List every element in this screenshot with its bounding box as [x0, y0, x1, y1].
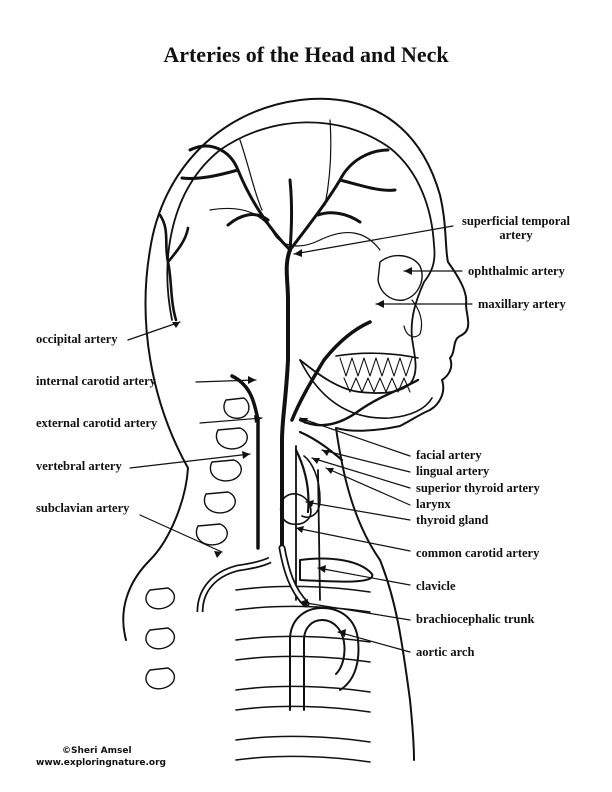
common-carotid-artery: [280, 358, 290, 550]
label-occipital-artery: occipital artery: [36, 332, 118, 346]
orbit: [377, 255, 423, 301]
jaw: [299, 352, 433, 419]
label-common-carotid-artery: common carotid artery: [416, 546, 540, 560]
brachiocephalic-trunk-vessel: [278, 544, 310, 608]
label-superficial-temporal-line2: artery: [499, 228, 533, 242]
label-clavicle: clavicle: [416, 579, 456, 593]
vertebral-artery: [230, 374, 260, 550]
superior-thyroid-artery: [294, 448, 310, 514]
skull-outline: [166, 121, 436, 394]
brachiocephalic-inner: [280, 546, 308, 606]
subclavian-artery-inner: [198, 558, 272, 614]
label-internal-carotid-artery: internal carotid artery: [36, 374, 156, 388]
internal-carotid-artery: [284, 248, 292, 362]
label-ophthalmic-artery: ophthalmic artery: [468, 264, 565, 278]
trachea: [295, 445, 321, 601]
credit-website: www.exploringnature.org: [36, 758, 166, 768]
label-superficial-temporal-line1: superficial temporal: [462, 214, 570, 228]
label-aortic-arch: aortic arch: [416, 645, 475, 659]
cerebral-artery-branches: [180, 144, 397, 252]
page-title: Arteries of the Head and Neck: [163, 42, 449, 67]
label-superior-thyroid-artery: superior thyroid artery: [416, 481, 540, 495]
lingual-artery: [298, 430, 344, 462]
arrowheads: [172, 249, 412, 637]
label-larynx: larynx: [416, 497, 451, 511]
facial-artery: [298, 378, 420, 427]
aortic-arch-vessel: [289, 607, 360, 711]
external-carotid-artery: [290, 320, 372, 422]
label-subclavian-artery: subclavian artery: [36, 501, 130, 515]
label-thyroid-gland: thyroid gland: [416, 513, 489, 527]
label-facial-artery: facial artery: [416, 448, 482, 462]
leader-lines: [127, 225, 473, 653]
teeth-upper: [339, 357, 413, 377]
neck-back-outline: [122, 467, 189, 641]
label-superficial-temporal-artery: superficial temporal artery: [456, 214, 576, 242]
credit-author: ©Sheri Amsel: [62, 746, 132, 756]
label-lingual-artery: lingual artery: [416, 464, 490, 478]
label-brachiocephalic-trunk: brachiocephalic trunk: [416, 612, 535, 626]
occipital-branches: [158, 213, 190, 322]
cervical-vertebrae: [145, 397, 250, 690]
label-vertebral-artery: vertebral artery: [36, 459, 122, 473]
label-external-carotid-artery: external carotid artery: [36, 416, 158, 430]
nasal-cavity: [403, 299, 423, 338]
label-maxillary-artery: maxillary artery: [478, 297, 566, 311]
neck-front-outline: [335, 427, 415, 761]
clavicle-bone: [299, 557, 374, 583]
thyroid-gland-shape: [279, 493, 312, 526]
head-outline: [144, 97, 470, 469]
